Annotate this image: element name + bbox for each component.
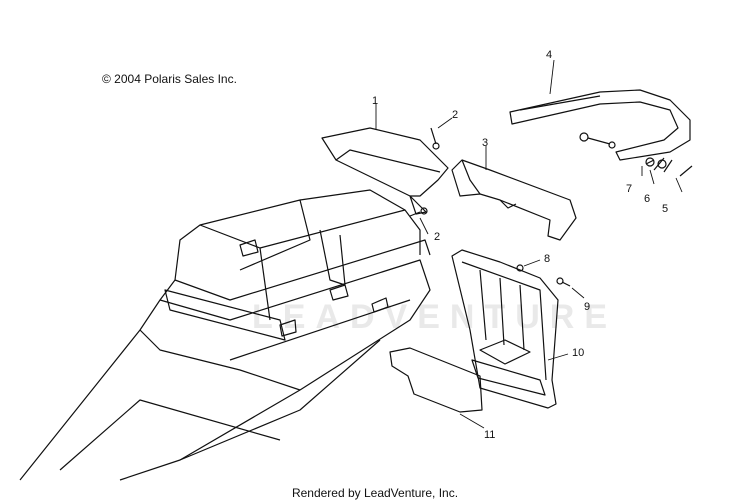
callout-6: 6 (644, 193, 650, 205)
callout-labels: 1 2 2 3 4 5 6 7 8 9 10 11 (372, 49, 668, 441)
watermark: LEADVENTURE (252, 298, 618, 336)
copyright-text: © 2004 Polaris Sales Inc. (102, 72, 237, 86)
part-11-plate (389, 347, 483, 413)
callout-5: 5 (662, 203, 668, 215)
tunnel-chassis (19, 189, 431, 481)
footer-credit: Rendered by LeadVenture, Inc. (291, 486, 459, 500)
callout-4: 4 (546, 49, 552, 61)
leader-lines (375, 59, 683, 429)
callout-8: 8 (544, 253, 550, 265)
part-1-storage-lid (321, 127, 449, 215)
callout-1: 1 (372, 95, 378, 107)
callout-2-upper: 2 (452, 109, 458, 121)
callout-9: 9 (584, 301, 590, 313)
part-10-snow-flap (451, 249, 559, 409)
callout-2-lower: 2 (434, 231, 440, 243)
bumper-hardware (579, 132, 693, 177)
callout-10: 10 (572, 347, 584, 359)
callout-11: 11 (484, 429, 495, 441)
callout-7: 7 (626, 183, 632, 195)
part-4-rear-bumper (509, 89, 691, 161)
part-3-bracket (451, 159, 577, 241)
small-hardware (409, 127, 571, 287)
callout-3: 3 (482, 137, 488, 149)
